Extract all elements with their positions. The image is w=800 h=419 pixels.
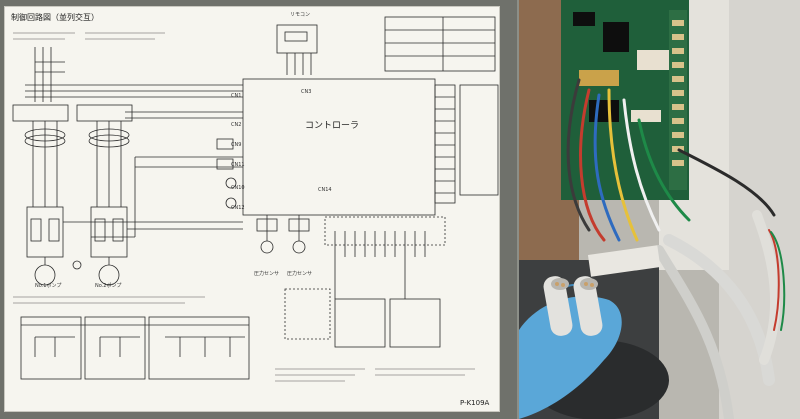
pressure-sensor-1-label: 圧力センサ <box>254 271 280 277</box>
terminal-cn11: CN11 <box>231 162 245 168</box>
cut-cable-ends <box>543 276 603 336</box>
circuit-board <box>561 0 689 200</box>
schematic-photo: 制御回路図（並列交互） コントローラ リモコン P-K109A No.1ポンプ … <box>0 0 517 419</box>
motor-2 <box>98 264 120 286</box>
wire-bundle <box>566 78 776 242</box>
terminal-cn12: CN12 <box>231 205 245 211</box>
schematic-title: 制御回路図（並列交互） <box>11 13 99 22</box>
pressure-sensor-2 <box>292 240 306 254</box>
schematic-wiring <box>12 16 499 382</box>
pressure-sensor-2-label: 圧力センサ <box>287 271 313 277</box>
bottom-table-2 <box>84 316 146 380</box>
bottom-table-3 <box>148 316 250 380</box>
cabinet-photo <box>519 0 800 419</box>
gray-cables <box>654 210 786 419</box>
pressure-sensor-1 <box>260 240 274 254</box>
controller-box <box>242 78 436 216</box>
pump1-label: No.1ポンプ <box>35 283 62 289</box>
pump2-label: No.2ポンプ <box>95 283 122 289</box>
terminal-cn3: CN3 <box>301 89 312 95</box>
terminal-cn1: CN1 <box>231 93 242 99</box>
contactor-2 <box>90 206 128 258</box>
cabinet-illustration <box>519 0 800 419</box>
terminal-cn9: CN9 <box>231 142 242 148</box>
terminal-strip <box>434 84 456 204</box>
contactor-1 <box>26 206 64 258</box>
remote-display <box>284 31 308 42</box>
motor-1 <box>34 264 56 286</box>
drawing-number: P-K109A <box>460 399 490 407</box>
terminal-cn2: CN2 <box>231 122 242 128</box>
bottom-table-1 <box>20 316 82 380</box>
terminal-cn14: CN14 <box>318 187 332 193</box>
controller-label: コントローラ <box>305 121 360 131</box>
remote-label: リモコン <box>290 12 311 18</box>
terminal-cn10: CN10 <box>231 185 245 191</box>
schematic-sheet: 制御回路図（並列交互） コントローラ リモコン P-K109A No.1ポンプ … <box>4 6 500 412</box>
remote-box <box>276 24 318 54</box>
legend-table <box>384 16 496 72</box>
